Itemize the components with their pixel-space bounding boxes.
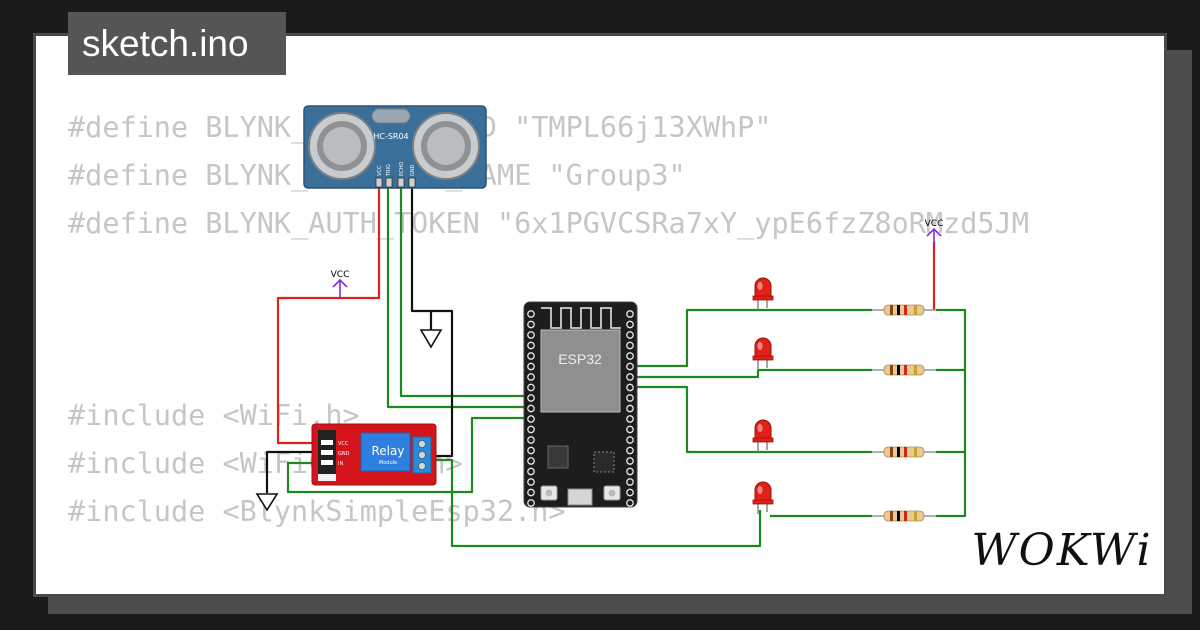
sensor-pin-label: ECHO (399, 162, 405, 176)
sensor-pin-label: VCC (377, 165, 383, 176)
esp32-pin[interactable] (527, 436, 535, 444)
esp32-pin[interactable] (527, 478, 535, 486)
ground-symbol (419, 329, 443, 349)
esp32-pin[interactable] (626, 457, 634, 465)
esp32-pin[interactable] (626, 446, 634, 455)
led[interactable] (752, 481, 774, 514)
esp32-pin[interactable] (626, 425, 634, 434)
resistor-bus (936, 308, 967, 518)
relay-in-wire (286, 416, 531, 494)
vcc-label: VCC (331, 270, 350, 280)
sensor-label: HC-SR04 (373, 132, 408, 141)
relay-sublabel: Module (379, 460, 397, 466)
relay-pin-label: GND (338, 451, 350, 457)
esp32-pin[interactable] (626, 341, 634, 350)
esp32-pin[interactable] (527, 341, 535, 350)
resistor[interactable] (872, 304, 936, 316)
relay-module[interactable]: VCC GND IN Relay Module (311, 423, 437, 486)
esp32-board[interactable]: ESP32 (523, 301, 638, 508)
esp32-pin[interactable] (527, 362, 535, 371)
esp32-pin[interactable] (527, 425, 535, 434)
led2-wire (631, 368, 770, 379)
resistor-bus-taps (936, 368, 965, 454)
esp32-pin[interactable] (626, 467, 634, 476)
vcc-symbol-relay: VCC (331, 270, 350, 298)
echo-wire (399, 178, 531, 398)
esp32-pin[interactable] (626, 404, 634, 413)
led[interactable] (752, 337, 774, 370)
trig-wire (386, 178, 531, 409)
esp32-pin[interactable] (626, 310, 634, 318)
ground-wire (410, 178, 454, 458)
esp32-pin[interactable] (527, 310, 535, 318)
esp32-pin[interactable] (626, 488, 634, 497)
wokwi-logo: WOKWi (971, 525, 1152, 576)
esp32-pin[interactable] (527, 331, 535, 339)
esp32-pin[interactable] (626, 320, 634, 329)
led1-wire (631, 308, 770, 368)
hc-sr04-sensor[interactable]: HC-SR04 VCC TRIG ECHO GND (303, 105, 487, 189)
esp32-pin[interactable] (527, 352, 535, 360)
relay-label: Relay (372, 444, 405, 458)
esp32-pin[interactable] (626, 436, 634, 444)
esp32-pin[interactable] (626, 415, 634, 423)
esp32-pin[interactable] (527, 373, 535, 381)
esp32-pin[interactable] (626, 352, 634, 360)
resistor[interactable] (872, 510, 936, 522)
resistor[interactable] (872, 446, 936, 458)
esp32-pin[interactable] (527, 488, 535, 497)
sensor-pin-label: TRIG (386, 164, 392, 177)
esp32-pin[interactable] (527, 446, 535, 455)
esp32-pin[interactable] (527, 320, 535, 329)
vcc-label: VCC (925, 219, 944, 229)
esp32-pin[interactable] (626, 373, 634, 381)
esp32-pin[interactable] (527, 415, 535, 423)
relay-ground-wire (265, 450, 318, 493)
vcc-symbol-resistors: VCC (925, 219, 944, 245)
esp32-pin[interactable] (527, 404, 535, 413)
esp32-pin[interactable] (527, 383, 535, 392)
esp32-pin[interactable] (527, 499, 535, 507)
resistor[interactable] (872, 364, 936, 376)
ground-symbol (255, 493, 279, 512)
led[interactable] (752, 277, 774, 310)
relay-pin-label: IN (338, 461, 343, 467)
power-wire (276, 178, 381, 445)
esp32-pin[interactable] (626, 331, 634, 339)
esp32-pin[interactable] (626, 383, 634, 392)
led[interactable] (752, 419, 774, 452)
esp32-label: ESP32 (558, 351, 602, 367)
code-line: #define BLYNK_AUTH_TOKEN "6x1PGVCSRa7xY_… (68, 207, 1029, 240)
code-line: #include <BlynkSimpleEsp32.h> (68, 495, 566, 528)
esp32-pin[interactable] (527, 394, 535, 402)
led3-wire (631, 385, 770, 454)
esp32-pin[interactable] (626, 362, 634, 371)
esp32-pin[interactable] (626, 478, 634, 486)
sensor-pin-label: GND (410, 164, 416, 176)
led4-wire (430, 458, 762, 548)
esp32-pin[interactable] (527, 457, 535, 465)
esp32-pin[interactable] (626, 394, 634, 402)
esp32-pin[interactable] (626, 499, 634, 507)
relay-pin-label: VCC (338, 441, 349, 447)
esp32-pin[interactable] (527, 467, 535, 476)
file-tab[interactable]: sketch.ino (68, 12, 286, 75)
